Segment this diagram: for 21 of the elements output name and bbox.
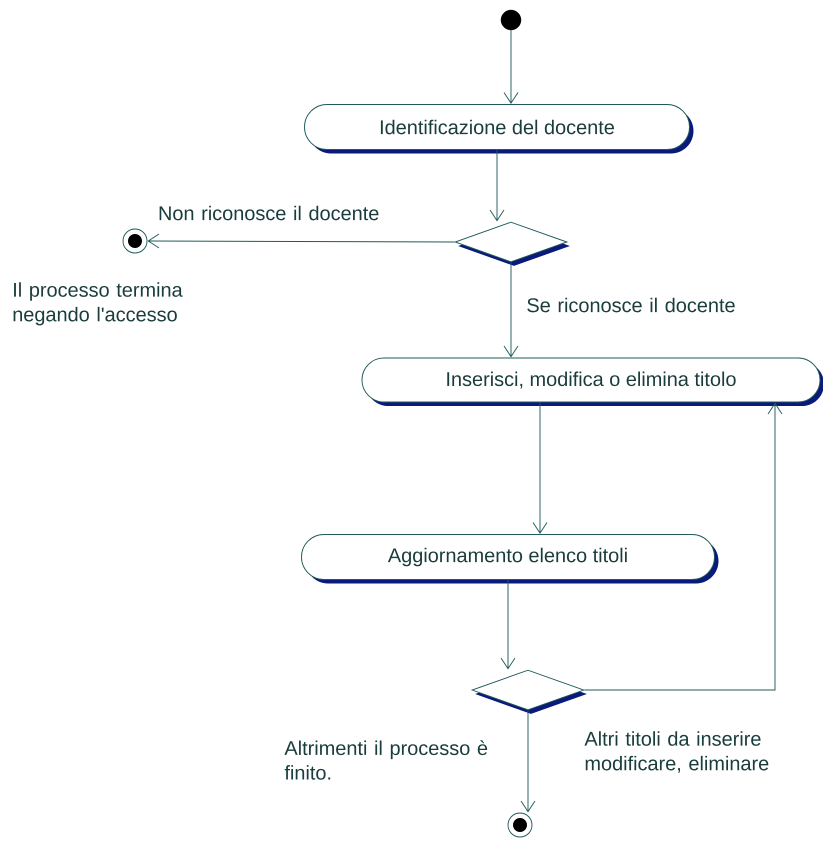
decision-diamond	[470, 670, 587, 714]
start-node	[500, 10, 522, 30]
note-text: Il processo termina negando l'accesso	[14, 282, 183, 326]
activity-box: Aggiornamento elenco titoli	[301, 534, 718, 584]
edge-label: Se riconosce il docente	[527, 298, 735, 312]
activity-box: Inserisci, modifica o elimina titolo	[362, 358, 823, 406]
arrow	[500, 580, 516, 670]
edge-label: Non riconosce il docente	[160, 206, 378, 220]
arrow	[520, 710, 536, 813]
end-node	[508, 812, 532, 838]
arrow	[504, 262, 518, 358]
arrow	[532, 402, 548, 534]
arrow	[147, 234, 455, 248]
arrow	[490, 150, 504, 222]
end-node	[122, 228, 148, 254]
arrow	[504, 30, 518, 104]
edge-label: Altri titoli da inserire modificare, eliminare	[584, 731, 768, 773]
edge-label: Altrimenti il processo è finito.	[284, 740, 488, 780]
arrow	[584, 402, 782, 690]
activity-box: Identificazione del docente	[304, 104, 694, 154]
decision-diamond	[454, 222, 570, 266]
